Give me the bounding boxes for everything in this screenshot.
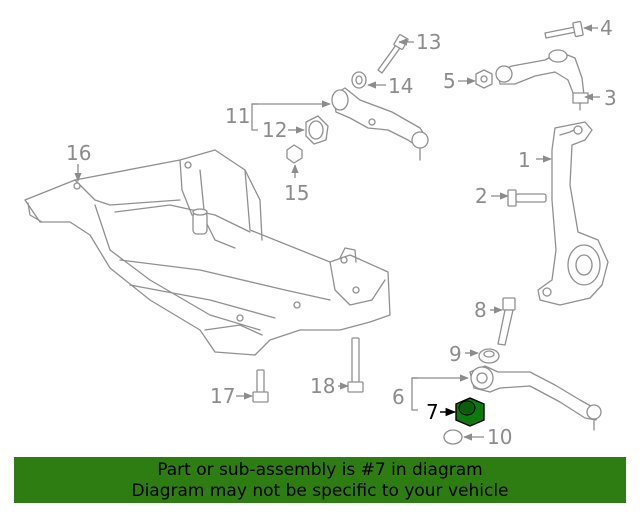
- callout-8: 8: [474, 298, 487, 322]
- callout-9: 9: [449, 342, 462, 366]
- callout-3: 3: [604, 86, 617, 110]
- nut-5: [475, 69, 493, 89]
- callout-11: 11: [225, 104, 250, 128]
- washer-10: [443, 429, 463, 445]
- callout-1: 1: [518, 148, 531, 172]
- bolt-17: [252, 369, 269, 403]
- callout-2: 2: [475, 184, 488, 208]
- bushing-7-highlighted: [455, 397, 485, 427]
- callout-6: 6: [392, 385, 405, 409]
- bushing-12: [305, 115, 329, 145]
- callout-15: 15: [284, 181, 309, 205]
- banner-line-2: Diagram may not be specific to your vehi…: [131, 481, 509, 501]
- upper-control-arm: [495, 49, 589, 111]
- callout-10: 10: [487, 425, 512, 449]
- tension-strut: [331, 87, 429, 161]
- bolt-13: [377, 34, 409, 74]
- callout-5: 5: [443, 69, 456, 93]
- bolt-18: [347, 337, 364, 393]
- washer-9: [478, 348, 500, 364]
- callout-18: 18: [310, 374, 335, 398]
- lower-control-arm: [469, 365, 602, 431]
- front-subframe: [24, 149, 391, 356]
- callout-17: 17: [210, 384, 235, 408]
- nut-15: [286, 144, 303, 164]
- bolt-2: [507, 189, 547, 207]
- bolt-8: [497, 297, 516, 346]
- callout-7: 7: [426, 400, 439, 424]
- callout-4: 4: [600, 16, 613, 40]
- callout-12: 12: [262, 118, 287, 142]
- bolt-4: [544, 20, 584, 39]
- callout-16: 16: [66, 141, 91, 165]
- callout-14: 14: [388, 74, 413, 98]
- steering-knuckle: [537, 121, 609, 306]
- callout-13: 13: [416, 30, 441, 54]
- banner-line-1: Part or sub-assembly is #7 in diagram: [157, 460, 483, 480]
- info-banner: Part or sub-assembly is #7 in diagram Di…: [14, 457, 626, 503]
- washer-14: [351, 71, 367, 89]
